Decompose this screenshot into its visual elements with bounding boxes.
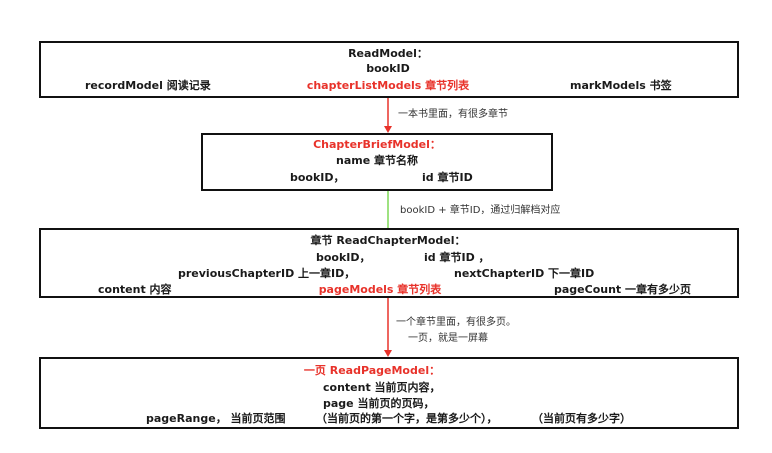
read-chapter-next-id: nextChapterID 下一章ID: [454, 267, 595, 280]
read-chapter-model-box: [39, 228, 739, 298]
read-chapter-content: content 内容: [98, 283, 172, 296]
read-page-page: page 当前页的页码，: [323, 397, 435, 410]
chapter-brief-model-box: [201, 133, 553, 191]
read-chapter-previous-id: previousChapterID 上一章ID，: [178, 267, 356, 280]
read-page-model-box: [39, 357, 739, 429]
read-page-range-note: （当前页的第一个字，是第多少个），: [316, 412, 498, 425]
read-page-page-range: pageRange， 当前页范围: [146, 412, 286, 425]
chapter-brief-id: id 章节ID: [422, 171, 473, 184]
read-chapter-title: 章节 ReadChapterModel：: [310, 234, 466, 247]
read-model-title: ReadModel：: [348, 47, 428, 60]
chapter-brief-title: ChapterBriefModel：: [313, 138, 441, 151]
connector-3-arrowhead: [384, 350, 392, 357]
read-chapter-page-count: pageCount 一章有多少页: [554, 283, 692, 296]
chapter-brief-book-id: bookID，: [290, 171, 345, 184]
connector-3-label-line1: 一个章节里面，有很多页。: [396, 317, 516, 328]
connector-3-label-line2: 一页，就是一屏幕: [408, 333, 488, 344]
read-page-content: content 当前页内容，: [323, 381, 441, 394]
read-page-total-note: （当前页有多少字）: [532, 412, 631, 425]
chapter-brief-name: name 章节名称: [335, 154, 419, 167]
read-chapter-book-id: bookID，: [316, 251, 371, 264]
read-model-box: [39, 41, 739, 98]
read-chapter-page-models: pageModels 章节列表: [318, 283, 442, 296]
connector-1-label: 一本书里面，有很多章节: [398, 109, 508, 120]
connector-1-arrowhead: [384, 126, 392, 133]
read-model-book-id: bookID: [366, 62, 410, 75]
read-model-chapter-list: chapterListModels 章节列表: [306, 79, 470, 92]
read-model-record-model: recordModel 阅读记录: [85, 79, 211, 92]
read-chapter-id: id 章节ID ，: [424, 251, 490, 264]
read-page-title: 一页 ReadPageModel：: [303, 364, 441, 377]
read-model-mark-models: markModels 书签: [570, 79, 672, 92]
connector-2-label: bookID + 章节ID，通过归解档对应: [400, 205, 561, 216]
